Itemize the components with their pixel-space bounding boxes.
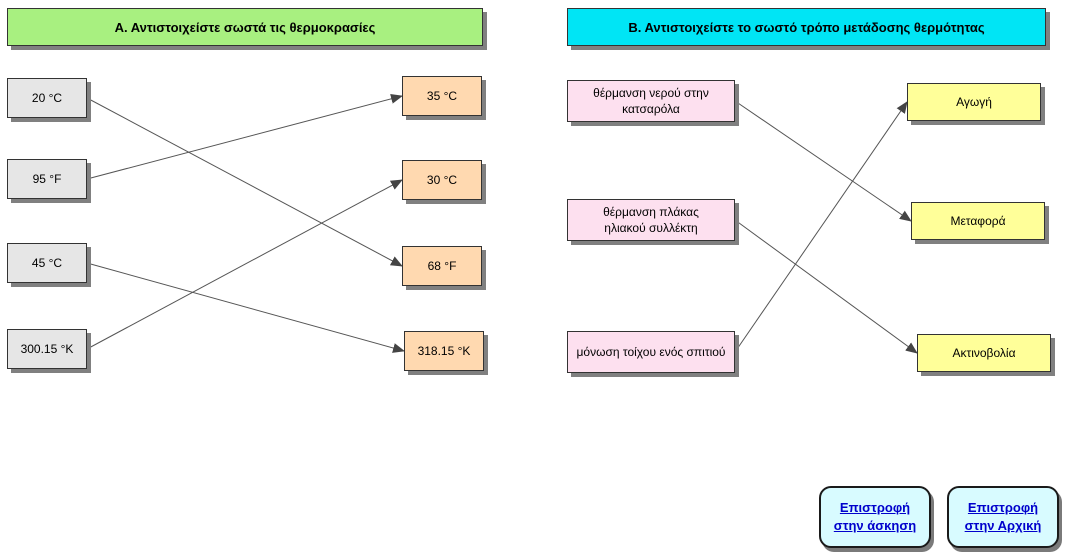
back-to-home-button[interactable]: Επιστροφή στην Αρχική	[947, 486, 1059, 548]
process-left-label: μόνωση τοίχου ενός σπιτιού	[576, 344, 726, 359]
temp-left-item[interactable]: 300.15 °K	[7, 329, 87, 369]
temp-left-item[interactable]: 95 °F	[7, 159, 87, 199]
match-line	[86, 179, 403, 350]
match-line	[86, 93, 403, 180]
temp-left-label: 45 °C	[31, 255, 63, 270]
back-to-exercise-link[interactable]: Επιστροφή στην άσκηση	[833, 499, 917, 533]
process-left-item[interactable]: θέρμανση πλάκας ηλιακού συλλέκτη	[567, 199, 735, 241]
process-left-label: θέρμανση νερού στην κατσαρόλα	[593, 85, 709, 116]
temp-right-label: 30 °C	[426, 172, 458, 187]
match-line	[86, 262, 405, 353]
back-to-home-link[interactable]: Επιστροφή στην Αρχική	[964, 499, 1042, 533]
match-line	[734, 101, 908, 353]
process-left-label: θέρμανση πλάκας ηλιακού συλλέκτη	[603, 204, 699, 235]
temp-left-label: 20 °C	[31, 90, 63, 105]
process-right-label: Αγωγή	[956, 94, 992, 109]
process-right-item[interactable]: Μεταφορά	[911, 202, 1045, 240]
temp-right-item[interactable]: 35 °C	[402, 76, 482, 116]
temp-left-label: 300.15 °K	[20, 341, 74, 356]
temp-left-label: 95 °F	[32, 171, 62, 186]
process-left-item[interactable]: μόνωση τοίχου ενός σπιτιού	[567, 331, 735, 373]
temp-right-item[interactable]: 68 °F	[402, 246, 482, 286]
section-b-title-text: Β. Αντιστοιχείστε το σωστό τρόπο μετάδοσ…	[628, 19, 985, 35]
section-b-title: Β. Αντιστοιχείστε το σωστό τρόπο μετάδοσ…	[567, 8, 1046, 46]
match-line	[86, 97, 403, 267]
process-right-label: Μεταφορά	[950, 213, 1006, 228]
temp-right-item[interactable]: 318.15 °K	[404, 331, 484, 371]
temp-left-item[interactable]: 20 °C	[7, 78, 87, 118]
section-a-title-text: Α. Αντιστοιχείστε σωστά τις θερμοκρασίες	[114, 19, 376, 35]
process-left-item[interactable]: θέρμανση νερού στην κατσαρόλα	[567, 80, 735, 122]
temp-right-item[interactable]: 30 °C	[402, 160, 482, 200]
process-right-item[interactable]: Ακτινοβολία	[917, 334, 1051, 372]
section-a-title: Α. Αντιστοιχείστε σωστά τις θερμοκρασίες	[7, 8, 483, 46]
temp-right-label: 68 °F	[427, 258, 457, 273]
temp-right-label: 318.15 °K	[417, 343, 471, 358]
match-line	[734, 219, 918, 354]
temp-left-item[interactable]: 45 °C	[7, 243, 87, 283]
process-right-label: Ακτινοβολία	[952, 345, 1016, 360]
temp-right-label: 35 °C	[426, 88, 458, 103]
back-to-exercise-button[interactable]: Επιστροφή στην άσκηση	[819, 486, 931, 548]
process-right-item[interactable]: Αγωγή	[907, 83, 1041, 121]
match-line	[734, 100, 912, 222]
